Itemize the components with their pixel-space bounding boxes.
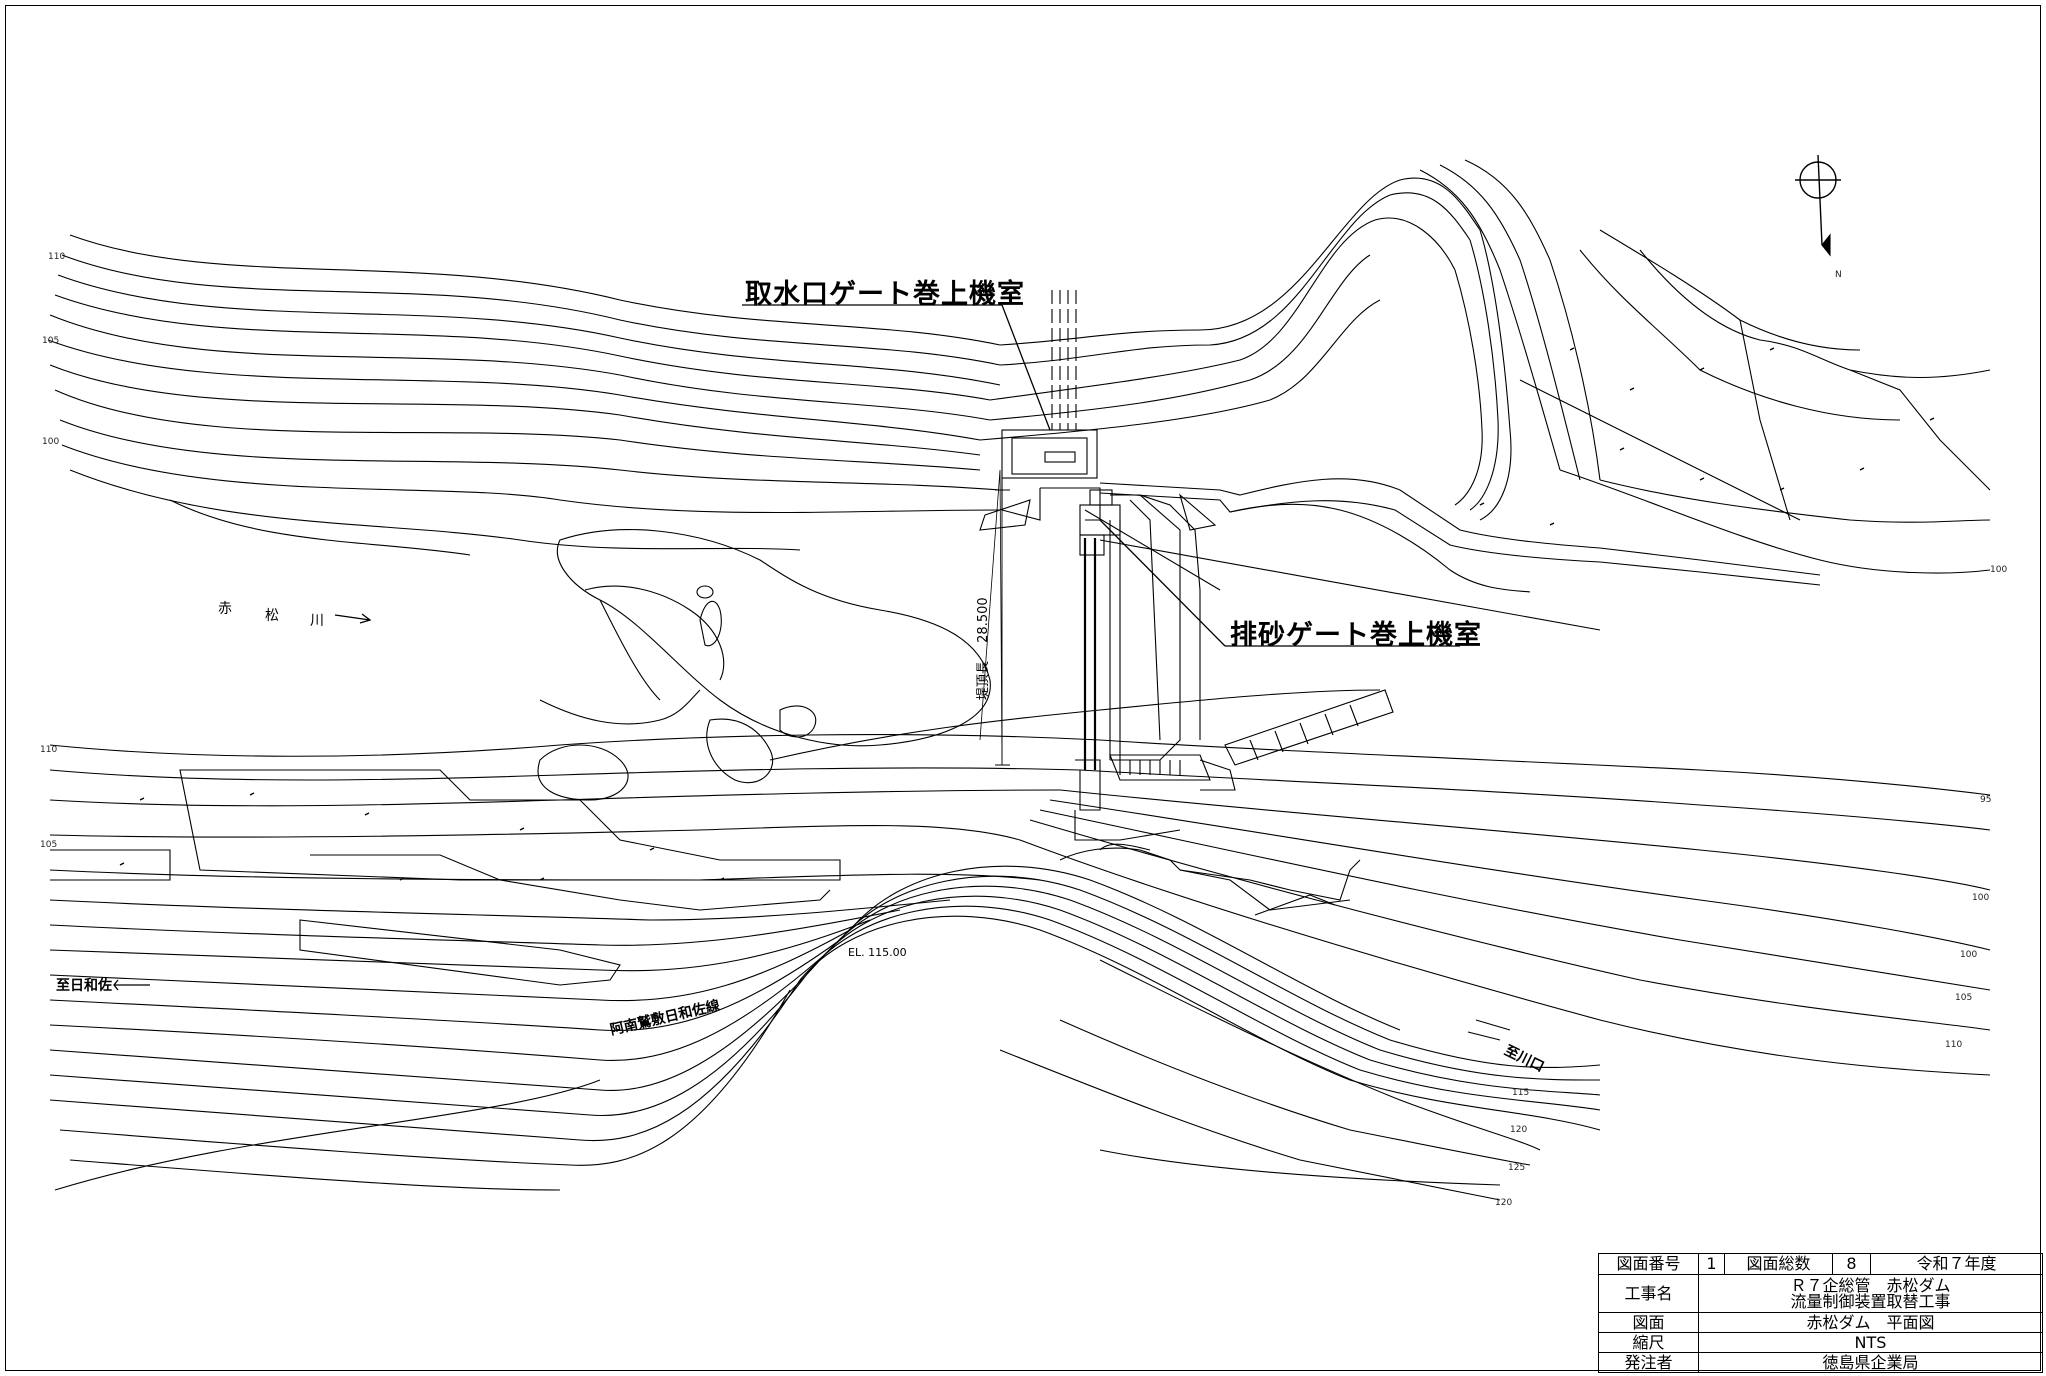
river-label-1: 赤 <box>218 601 232 617</box>
crest-length-dimension <box>995 489 1010 766</box>
contour-label: 105 <box>42 336 60 346</box>
road <box>113 613 1511 1041</box>
callout-leaders <box>742 304 1460 647</box>
crest-length-label: 堤頂長 28.500 <box>972 597 991 700</box>
contour-label: 100 <box>1990 565 2008 575</box>
north-contours <box>47 234 1001 556</box>
project-name-line2: 流量制御装置取替工事 <box>1790 1291 1951 1311</box>
scale-label: 縮尺 <box>1598 1332 1699 1353</box>
project-name-line1: Ｒ７企総管 赤松ダム <box>1790 1275 1951 1295</box>
project-label: 工事名 <box>1598 1274 1699 1313</box>
drawing-number: 1 <box>1698 1253 1725 1275</box>
title-block: 図面番号 1 図面総数 8 令和７年度 工事名 Ｒ７企総管 赤松ダム 流量制御装… <box>1598 1253 2043 1373</box>
elevation-label: EL. 115.00 <box>848 946 907 959</box>
crest-length-value: 28.500 <box>976 597 991 643</box>
contour-label: 105 <box>1955 993 1973 1003</box>
client-name: 徳島県企業局 <box>1698 1352 2043 1373</box>
contour-label: 100 <box>42 437 60 447</box>
drawing-label: 図面 <box>1598 1312 1699 1333</box>
contour-label: 125 <box>1508 1163 1526 1173</box>
contour-label: 100 <box>1960 950 1978 960</box>
contour-label: 95 <box>1980 795 1992 805</box>
scale-value: NTS <box>1698 1332 2043 1353</box>
intake-gate-room-label: 取水口ゲート巻上機室 <box>745 279 1025 310</box>
contour-label: 115 <box>1512 1088 1530 1098</box>
total-drawings-label: 図面総数 <box>1724 1253 1833 1275</box>
river-label-2: 松 <box>265 608 279 624</box>
east-hill-contours <box>979 159 1991 574</box>
north-arrow-icon <box>1795 154 1841 257</box>
crest-length-title: 堤頂長 <box>976 660 991 700</box>
to-hiwasa-label: 至日和佐 <box>56 978 112 994</box>
client-label: 発注者 <box>1598 1352 1699 1373</box>
contour-label: 105 <box>40 840 58 850</box>
contour-label: 110 <box>1945 1040 1963 1050</box>
project-name: Ｒ７企総管 赤松ダム 流量制御装置取替工事 <box>1698 1274 2043 1313</box>
contour-label: 120 <box>1495 1198 1513 1208</box>
fiscal-year: 令和７年度 <box>1870 1253 2043 1275</box>
sand-gate-room-label: 排砂ゲート巻上機室 <box>1230 620 1482 651</box>
contour-label: 120 <box>1510 1125 1528 1135</box>
river-bars <box>537 529 991 801</box>
sheet-border <box>5 5 2041 1371</box>
terrain-marks <box>119 347 1935 881</box>
contour-label: 110 <box>48 252 66 262</box>
contour-label: 100 <box>1972 893 1990 903</box>
north-label: N <box>1835 270 1842 280</box>
drawing-number-label: 図面番号 <box>1598 1253 1699 1275</box>
dam-structure <box>769 290 1821 916</box>
total-drawings: 8 <box>1832 1253 1871 1275</box>
river-label-3: 川 <box>310 613 324 629</box>
south-contours <box>49 734 1991 1201</box>
contour-label: 110 <box>40 745 58 755</box>
drawing-name: 赤松ダム 平面図 <box>1698 1312 2043 1333</box>
